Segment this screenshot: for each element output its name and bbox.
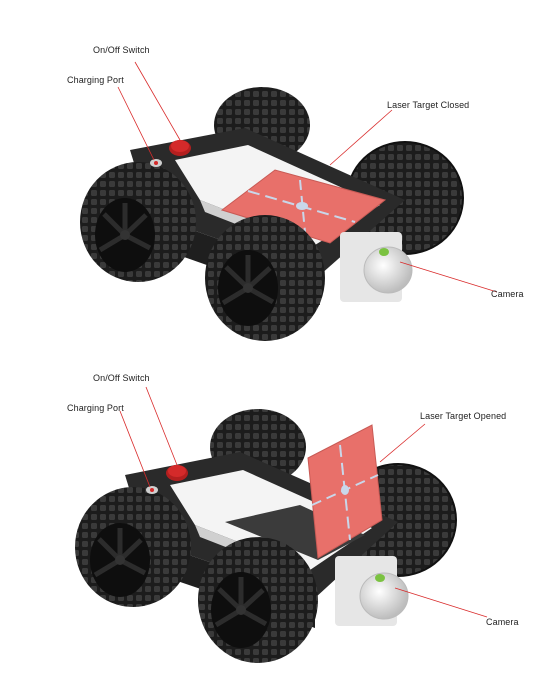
camera-housing xyxy=(340,232,413,302)
robot-closed xyxy=(80,61,498,341)
label-camera: Camera xyxy=(491,289,524,299)
power-switch xyxy=(166,465,188,481)
wheel-front-right xyxy=(198,537,318,663)
wheel-front-right xyxy=(205,215,325,341)
power-switch xyxy=(169,140,191,156)
label-camera: Camera xyxy=(486,617,519,627)
camera-indicator-icon xyxy=(375,574,385,582)
wheel-front-left xyxy=(80,162,196,282)
robot-opened xyxy=(75,386,488,663)
label-charging-port: Charging Port xyxy=(67,75,124,85)
label-laser-target-opened: Laser Target Opened xyxy=(420,411,507,421)
leader-lines-opened xyxy=(119,386,488,618)
wheel-front-left xyxy=(75,487,191,607)
camera-housing xyxy=(335,556,409,626)
camera-indicator-icon xyxy=(379,248,389,256)
label-charging-port: Charging Port xyxy=(67,403,124,413)
leader-lines-closed xyxy=(117,61,498,293)
label-on-off-switch: On/Off Switch xyxy=(93,373,150,383)
laser-target-opened xyxy=(307,424,383,559)
label-on-off-switch: On/Off Switch xyxy=(93,45,150,55)
charging-port xyxy=(150,159,162,167)
label-laser-target-closed: Laser Target Closed xyxy=(387,100,470,110)
laser-target-closed xyxy=(220,169,387,244)
charging-port xyxy=(146,486,158,494)
